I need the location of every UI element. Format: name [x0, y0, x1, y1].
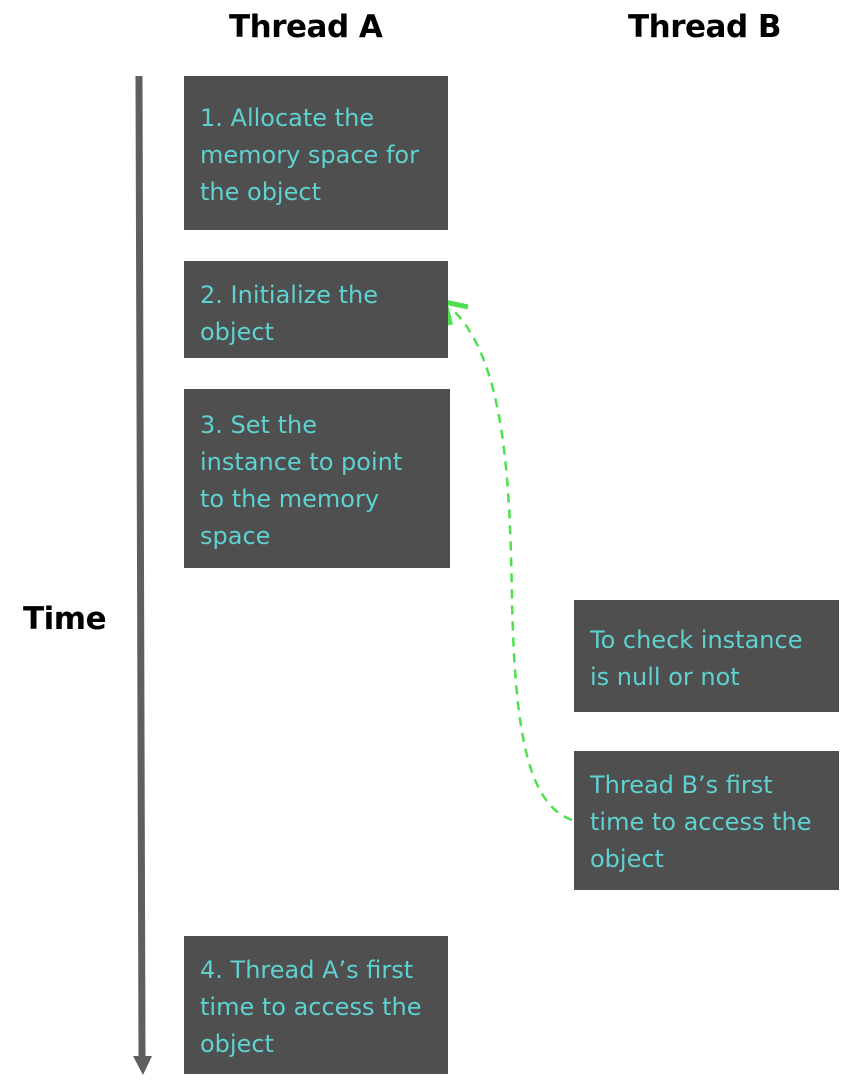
- thread-b-check-null-box: To check instance is null or not: [574, 600, 839, 712]
- step-2-initialize-box: 2. Initialize the object: [184, 261, 448, 358]
- time-axis-label: Time: [23, 601, 107, 637]
- time-arrow: [133, 75, 152, 1075]
- thread-b-first-access-box: Thread B’s first time to access the obje…: [574, 751, 839, 890]
- step-1-allocate-box: 1. Allocate the memory space for the obj…: [184, 76, 448, 230]
- step-3-set-instance-box: 3. Set the instance to point to the memo…: [184, 389, 450, 568]
- dependency-arrow: [441, 298, 573, 822]
- step-4-thread-a-access-box: 4. Thread A’s first time to access the o…: [184, 936, 448, 1074]
- thread-b-heading: Thread B: [628, 9, 782, 45]
- thread-a-heading: Thread A: [229, 9, 383, 45]
